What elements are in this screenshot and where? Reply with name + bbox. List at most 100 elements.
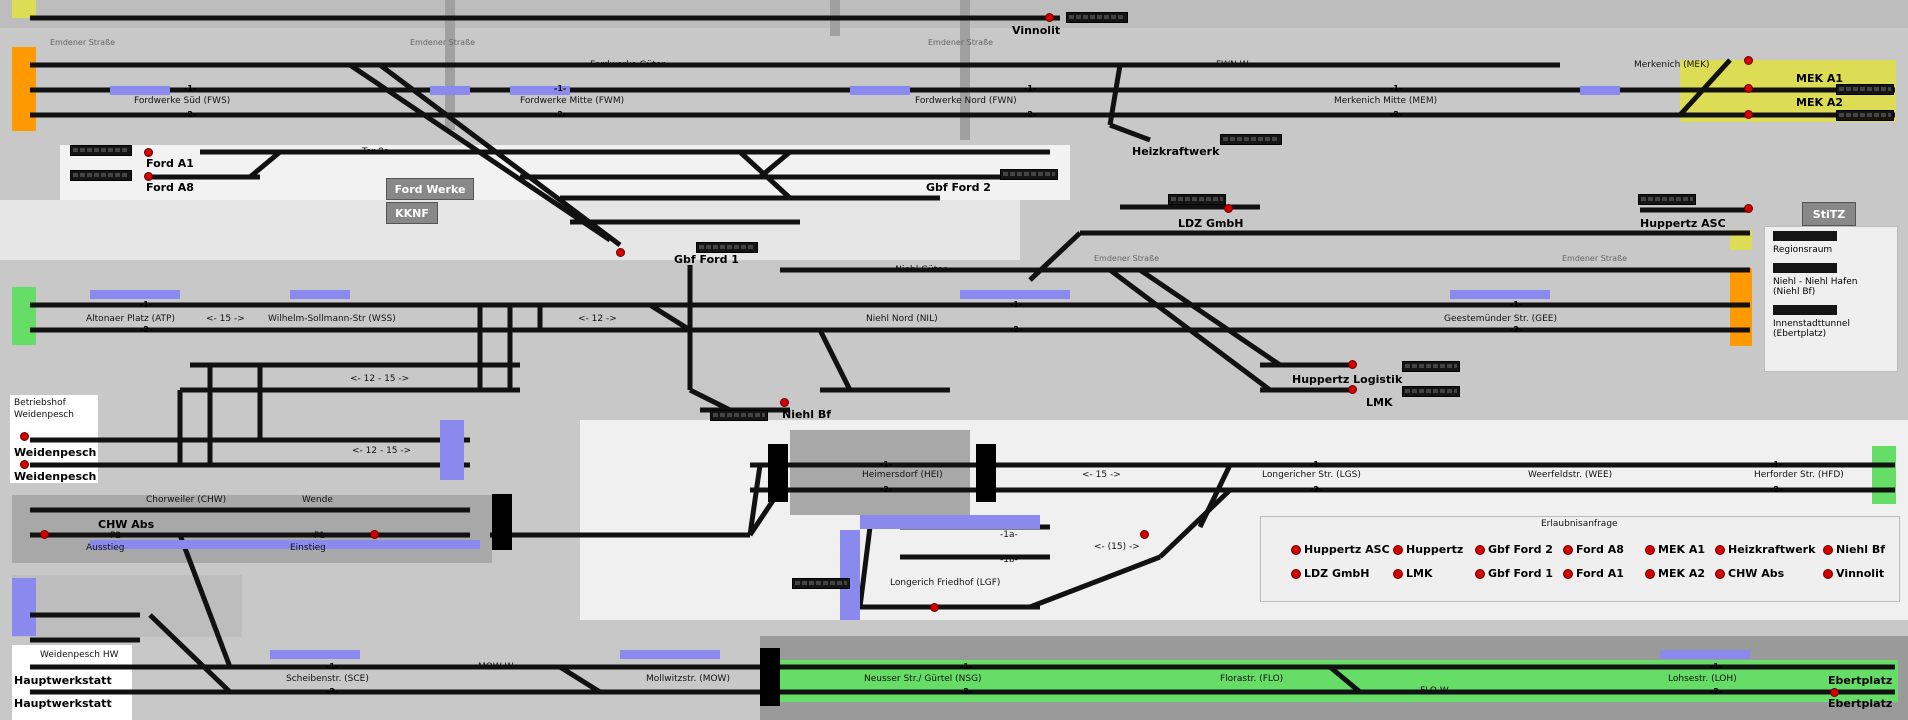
station-florastr: Florastr. (FLO) [1220,674,1284,684]
platform-track-2: -2- [880,485,893,494]
occupied-block [430,86,470,95]
station-wende: Wende [302,495,333,505]
train-number-box[interactable] [1402,386,1460,397]
platform-track-1: -1- [1010,300,1023,309]
station-mek-a2: MEK A2 [1796,96,1843,109]
station-ebertplatz-1: Ebertplatz [1828,674,1893,687]
erlaubnis-huppertz-asc[interactable]: Huppertz ASC [1291,543,1390,556]
hw-white [12,645,132,720]
station-ldz-gmbh: LDZ GmbH [1178,217,1244,230]
panel-stitz[interactable]: StiTZ [1802,202,1856,226]
train-number-box[interactable] [696,242,758,253]
signal-icon[interactable] [1224,204,1233,213]
signal-icon[interactable] [780,398,789,407]
station-scheibenstr: Scheibenstr. (SCE) [286,674,369,684]
signal-icon[interactable] [1348,385,1357,394]
occupied-block [960,290,1070,299]
direction-label: <- 12 - 15 -> [352,446,412,456]
signal-icon[interactable] [1830,688,1839,697]
signal-icon [1715,544,1725,555]
signal-icon [1645,544,1655,555]
station-heizkraftwerk: Heizkraftwerk [1132,145,1220,158]
signal-icon[interactable] [1140,530,1149,539]
occupied-block [840,530,860,620]
erlaubnis-chw-abs[interactable]: CHW Abs [1715,567,1784,580]
erlaubnis-lmk[interactable]: LMK [1393,567,1432,580]
erlaubnis-heizkraftwerk[interactable]: Heizkraftwerk [1715,543,1815,556]
train-number-box[interactable] [1836,84,1894,95]
train-number-box[interactable] [1402,361,1460,372]
station-flo-w: FLO W [1420,686,1449,696]
train-number-box[interactable] [1168,194,1226,205]
train-number-box[interactable] [70,170,132,181]
station-ebertplatz-2: Ebertplatz [1828,697,1893,710]
platform-track-1: -1- [184,84,197,93]
erlaubnis-ford-a8[interactable]: Ford A8 [1563,543,1624,556]
train-number-box[interactable] [1000,169,1058,180]
panel-ford-werke[interactable]: Ford Werke [386,178,474,200]
occupied-block [290,290,350,299]
platform-track-1: -1- [1390,84,1403,93]
legend-regionsraum[interactable]: Regionsraum [1773,231,1897,255]
signal-icon[interactable] [1045,13,1054,22]
signal-icon[interactable] [20,432,29,441]
signal-icon[interactable] [1744,84,1753,93]
station-tor8a: Tor 8a [362,147,390,157]
erlaubnis-ford-a1[interactable]: Ford A1 [1563,567,1624,580]
legend-innenstadttunnel[interactable]: Innenstadttunnel (Ebertplatz) [1773,305,1883,339]
signal-icon[interactable] [40,530,49,539]
signal-icon[interactable] [370,530,379,539]
station-merkenich-mitte: Merkenich Mitte (MEM) [1334,96,1438,106]
train-number-box[interactable] [1836,110,1894,121]
occupied-block [850,86,910,95]
station-ford-a1: Ford A1 [146,157,194,170]
platform-track-2: -2- [140,325,153,334]
signal-icon[interactable] [1744,56,1753,65]
train-number-box[interactable] [70,145,132,156]
signal-icon[interactable] [144,148,153,157]
signal-icon[interactable] [1348,360,1357,369]
legend-niehl[interactable]: Niehl - Niehl Hafen (Niehl Bf) [1773,263,1883,297]
panel-kknf[interactable]: KKNF [386,202,438,224]
signal-icon[interactable] [144,172,153,181]
platform-track-1: -1- [326,662,339,671]
platform-track-2: -2- [326,687,339,696]
station-einstieg: Einstieg [290,543,326,553]
signal-icon[interactable] [1744,204,1753,213]
street-label: Emdener Straße [1562,254,1628,263]
signal-icon[interactable] [616,248,625,257]
occupied-block [270,650,360,659]
erlaubnis-niehl-bf[interactable]: Niehl Bf [1823,543,1885,556]
signal-icon[interactable] [1744,110,1753,119]
station-wss: Wilhelm-Sollmann-Str (WSS) [268,314,396,324]
stitz-legend: Regionsraum Niehl - Niehl Hafen (Niehl B… [1764,226,1898,372]
direction-label: <- 15 -> [206,314,245,324]
direction-label: <- 15 -> [1082,470,1121,480]
erlaubnis-ldz-gmbh[interactable]: LDZ GmbH [1291,567,1370,580]
occupied-block [860,515,1040,529]
heimersdorf-gray [790,430,970,515]
erlaubnis-title: Erlaubnisanfrage [1541,519,1618,529]
station-weidenpesch-sub: Weidenpesch [14,410,74,420]
erlaubnis-gbf-ford1[interactable]: Gbf Ford 1 [1475,567,1553,580]
train-number-box[interactable] [1220,134,1282,145]
erlaubnis-vinnolit[interactable]: Vinnolit [1823,567,1884,580]
station-chorweiler: Chorweiler (CHW) [146,495,227,505]
station-fwn-w: FWN W [1216,60,1249,70]
platform-track-1: -1- [880,460,893,469]
station-geestemuender: Geestemünder Str. (GEE) [1444,314,1557,324]
erlaubnis-huppertz[interactable]: Huppertz [1393,543,1463,556]
signal-icon [1823,544,1833,555]
erlaubnis-mek-a2[interactable]: MEK A2 [1645,567,1705,580]
train-number-box[interactable] [1638,194,1696,205]
train-number-box[interactable] [1066,12,1128,23]
train-number-box[interactable] [792,578,850,589]
erlaubnis-gbf-ford2[interactable]: Gbf Ford 2 [1475,543,1553,556]
signal-icon[interactable] [20,460,29,469]
erlaubnis-mek-a1[interactable]: MEK A1 [1645,543,1705,556]
direction-label: <- 12 -> [578,314,617,324]
signal-icon[interactable] [930,603,939,612]
train-number-box[interactable] [710,410,768,421]
station-weidenpesch-hw: Weidenpesch HW [40,650,119,660]
